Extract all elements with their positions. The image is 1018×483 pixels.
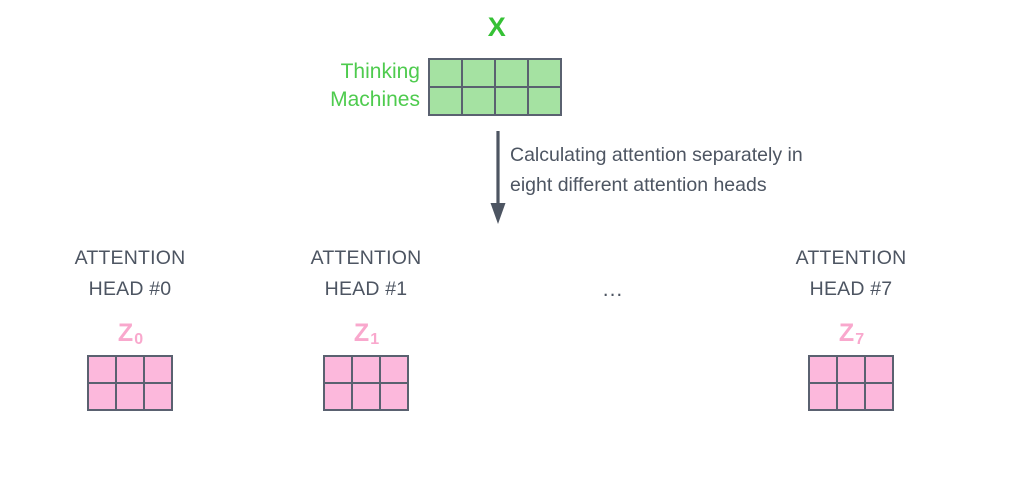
attention-head-0-output-matrix-wrap	[15, 355, 245, 411]
matrix-cell	[463, 88, 496, 116]
flow-annotation-line-1: eight different attention heads	[510, 174, 767, 196]
attention-head-7-output-subscript: 7	[855, 331, 865, 348]
attention-head-1-title-line-0: ATTENTION	[310, 247, 422, 269]
matrix-cell	[810, 384, 838, 411]
attention-head-0-output-symbol: Z	[117, 319, 134, 347]
attention-head-1-title: ATTENTION HEAD #1	[251, 243, 481, 305]
matrix-cell	[353, 384, 381, 411]
attention-head-1-output-matrix	[323, 355, 409, 411]
matrix-cell	[838, 357, 866, 384]
attention-head-7-output-matrix-wrap	[736, 355, 966, 411]
attention-head-1: ATTENTION HEAD #1 Z1	[251, 243, 481, 411]
attention-head-0-title: ATTENTION HEAD #0	[15, 243, 245, 305]
attention-head-0: ATTENTION HEAD #0 Z0	[15, 243, 245, 411]
matrix-cell	[430, 60, 463, 88]
attention-head-7: ATTENTION HEAD #7 Z7	[736, 243, 966, 411]
attention-head-1-title-line-1: HEAD #1	[324, 278, 408, 300]
down-arrow-icon	[490, 131, 506, 224]
matrix-cell	[325, 384, 353, 411]
input-row-label-1: Machines	[330, 88, 420, 111]
matrix-cell	[430, 88, 463, 116]
input-matrix-group: Thinking Machines	[230, 58, 790, 116]
matrix-cell	[145, 357, 173, 384]
attention-head-0-output-matrix	[87, 355, 173, 411]
matrix-cell	[117, 384, 145, 411]
attention-head-1-output-matrix-wrap	[251, 355, 481, 411]
input-matrix	[428, 58, 562, 116]
matrix-cell	[529, 60, 562, 88]
attention-head-0-title-line-0: ATTENTION	[74, 247, 186, 269]
matrix-cell	[866, 357, 894, 384]
input-matrix-label: X	[0, 12, 1018, 42]
attention-head-7-output-matrix	[808, 355, 894, 411]
matrix-cell	[381, 384, 409, 411]
matrix-cell	[381, 357, 409, 384]
attention-head-0-title-line-1: HEAD #0	[88, 278, 172, 300]
matrix-cell	[496, 60, 529, 88]
attention-head-1-output-label: Z1	[251, 319, 481, 348]
input-row-label-0: Thinking	[340, 60, 420, 83]
matrix-cell	[117, 357, 145, 384]
attention-head-7-output-symbol: Z	[838, 319, 855, 347]
input-matrix-label-text: X	[487, 12, 507, 42]
matrix-cell	[89, 384, 117, 411]
matrix-cell	[353, 357, 381, 384]
flow-annotation: Calculating attention separately in eigh…	[510, 140, 930, 200]
attention-head-7-title-line-1: HEAD #7	[809, 278, 893, 300]
matrix-cell	[496, 88, 529, 116]
attention-head-1-output-subscript: 1	[370, 331, 380, 348]
matrix-cell	[145, 384, 173, 411]
attention-head-7-title-line-0: ATTENTION	[795, 247, 907, 269]
attention-head-7-title: ATTENTION HEAD #7	[736, 243, 966, 305]
attention-head-7-output-label: Z7	[736, 319, 966, 348]
input-row-labels: Thinking Machines	[230, 58, 428, 114]
matrix-cell	[838, 384, 866, 411]
matrix-cell	[463, 60, 496, 88]
attention-head-1-output-symbol: Z	[353, 319, 370, 347]
matrix-cell	[89, 357, 117, 384]
flow-annotation-line-0: Calculating attention separately in	[510, 144, 803, 166]
attention-head-0-output-label: Z0	[15, 319, 245, 348]
heads-ellipsis: ...	[602, 278, 624, 301]
matrix-cell	[810, 357, 838, 384]
attention-head-0-output-subscript: 0	[134, 331, 144, 348]
matrix-cell	[325, 357, 353, 384]
matrix-cell	[529, 88, 562, 116]
matrix-cell	[866, 384, 894, 411]
